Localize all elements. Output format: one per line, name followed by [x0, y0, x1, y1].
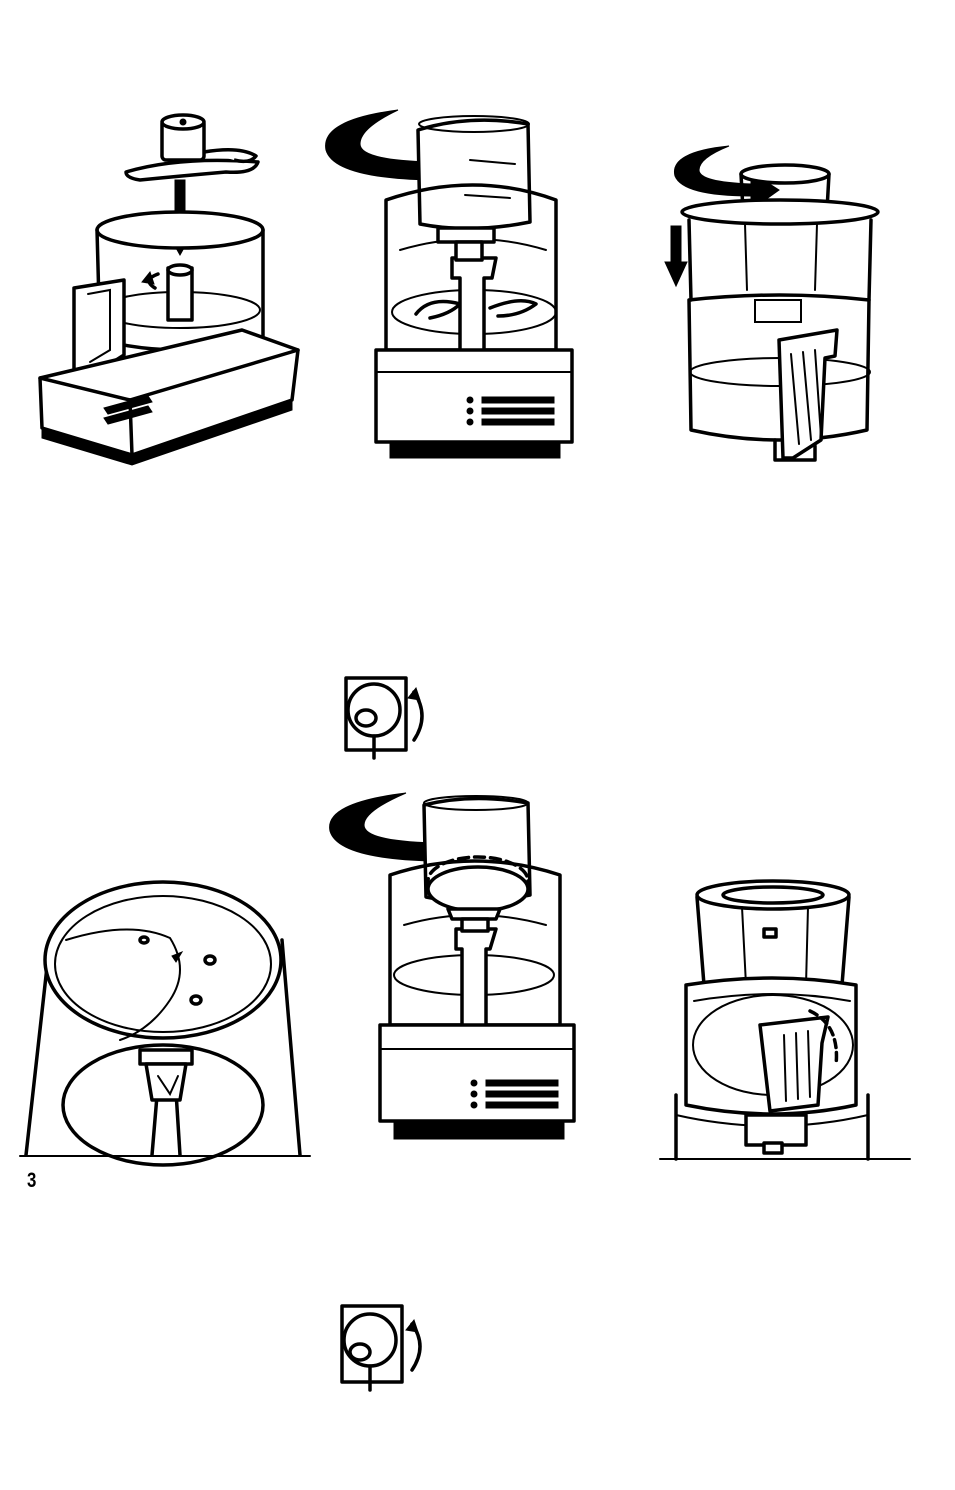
figure-disc-lid-twist	[320, 785, 580, 1155]
figure-assembled-processor	[660, 875, 920, 1165]
page-number: 3	[27, 1170, 36, 1191]
figure-blade-install	[30, 110, 320, 470]
bowl-icon	[686, 978, 856, 1114]
motor-base-icon	[380, 1025, 574, 1139]
blade-assembly-icon	[126, 115, 258, 180]
figure-switch-rotate-bottom	[336, 1300, 436, 1400]
bowl-icon	[689, 295, 870, 460]
down-arrow-icon	[665, 226, 687, 286]
figure-switch-rotate-top	[340, 670, 440, 770]
feed-tube-icon	[418, 116, 530, 229]
disc-icon	[45, 882, 281, 1040]
cover-icon	[697, 881, 849, 985]
figure-cover-lock	[665, 140, 895, 470]
motor-base-icon	[376, 350, 572, 458]
figure-lid-twist	[320, 100, 580, 470]
bowl-icon	[390, 861, 560, 1035]
figure-bowl-disc-view	[20, 880, 310, 1170]
